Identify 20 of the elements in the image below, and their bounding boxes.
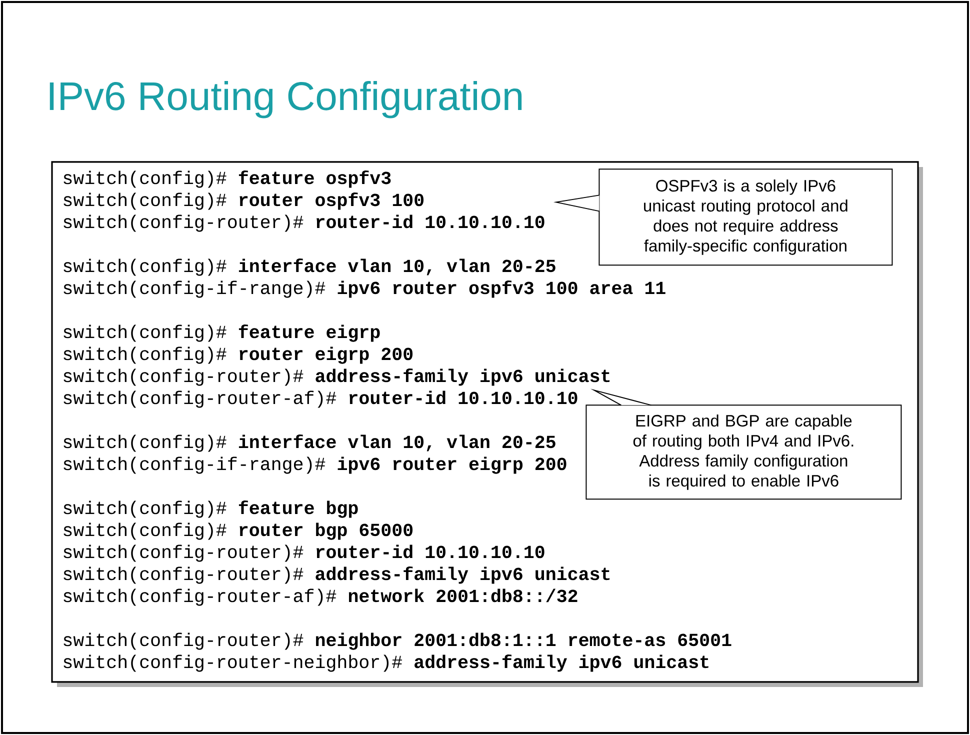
code-line: switch(config)# interface vlan 10, vlan 20-25	[64, 434, 556, 452]
code-line: switch(config-router-af)# router-id 10.10.10.10	[64, 390, 578, 408]
code-line: switch(config-if-range)# ipv6 router eigrp 200	[64, 456, 566, 474]
code-line: switch(config)# router eigrp 200	[64, 346, 413, 364]
callout-box: EIGRP and BGP are capable of routing both IPv4 and IPv6. Address family configuration is required to enable IPv6	[586, 388, 902, 500]
code-line: switch(config)# router ospfv3 100	[64, 192, 424, 210]
code-line: switch(config)# feature eigrp	[64, 324, 380, 342]
code-line: switch(config-router-neighbor)# address-family ipv6 unicast	[64, 654, 708, 672]
code-line: switch(config)# interface vlan 10, vlan 20-25	[64, 258, 556, 276]
code-line: switch(config-router)# address-family ipv6 unicast	[64, 368, 610, 386]
code-line: switch(config-router)# router-id 10.10.10.10	[64, 544, 544, 562]
code-line: switch(config-router)# neighbor 2001:db8:1::1 remote-as 65001	[64, 632, 732, 650]
code-line: switch(config)# feature bgp	[64, 500, 358, 518]
code-line: switch(config-router)# address-family ipv6 unicast	[64, 566, 610, 584]
code-line: switch(config)# router bgp 65000	[64, 522, 413, 540]
slide-title: IPv6 Routing Configuration	[50, 81, 522, 118]
code-line: switch(config-router)# router-id 10.10.10.10	[64, 214, 544, 232]
code-line: switch(config-router-af)# network 2001:db8::/32	[64, 588, 578, 606]
code-line: switch(config)# feature ospfv3	[64, 170, 391, 188]
code-line: switch(config-if-range)# ipv6 router ospfv3 100 area 11	[64, 280, 666, 298]
